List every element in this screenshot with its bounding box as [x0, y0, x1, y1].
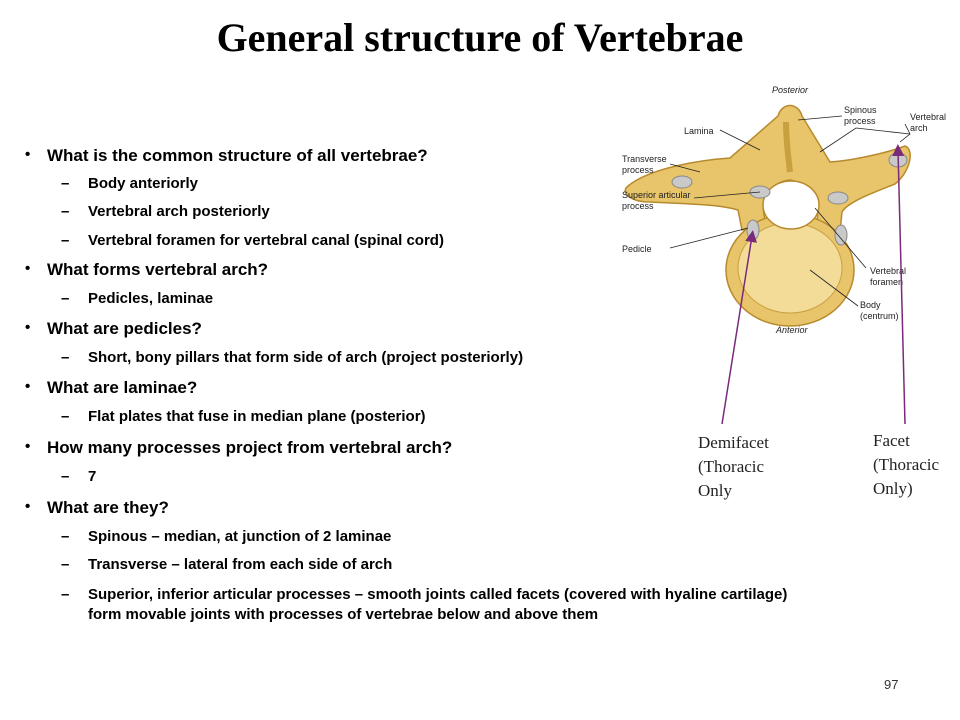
sub-laminae-def: Flat plates that fuse in median plane (p…: [61, 408, 426, 425]
sub-seven: 7: [60, 468, 97, 485]
bullet-processes: How many processes project from vertebra…: [25, 438, 452, 458]
label-spinous-1: Spinous: [844, 105, 877, 115]
sub-arch-posteriorly: Vertebral arch posteriorly: [61, 203, 270, 220]
label-spinous-2: process: [844, 116, 876, 126]
caption-demifacet: Demifacet (Thoracic Only: [698, 431, 769, 503]
label-arch-2: arch: [910, 123, 928, 133]
label-lamina: Lamina: [684, 126, 714, 136]
caption-demifacet-line-1: Demifacet: [698, 433, 769, 452]
label-body-1: Body: [860, 300, 881, 310]
caption-demifacet-line-2: (Thoracic: [698, 457, 765, 476]
label-anterior: Anterior: [775, 325, 809, 335]
facet-arrow: [892, 144, 906, 425]
vertebra-diagram: Posterior Spinous process Vertebral arch…: [622, 85, 946, 335]
label-body-2: (centrum): [860, 311, 899, 321]
label-superior-2: process: [622, 201, 654, 211]
sub-transverse: Transverse – lateral from each side of a…: [61, 556, 392, 573]
vertebral-foramen-shape: [762, 180, 820, 230]
spinous-ridge-shape: [783, 121, 793, 173]
sub-vertebral-foramen: Vertebral foramen for vertebral canal (s…: [61, 232, 444, 249]
page-number: 97: [884, 677, 899, 692]
sub-articular: Superior, inferior articular processes –…: [61, 585, 798, 625]
caption-facet-line-3: Only): [873, 479, 913, 498]
label-arch-1: Vertebral: [910, 112, 946, 122]
sub-pedicles-laminae: Pedicles, laminae: [61, 290, 213, 307]
demifacet-arrow: [721, 230, 757, 425]
label-pedicle: Pedicle: [622, 244, 652, 254]
label-posterior: Posterior: [772, 85, 809, 95]
bullet-laminae: What are laminae?: [25, 378, 197, 398]
bullet-pedicles: What are pedicles?: [25, 319, 202, 339]
label-transverse-2: process: [622, 165, 654, 175]
caption-facet: Facet (Thoracic Only): [873, 429, 939, 501]
bullet-common-structure: What is the common structure of all vert…: [25, 146, 428, 166]
caption-facet-line-1: Facet: [873, 431, 910, 450]
leader-lines: [669, 115, 911, 307]
bullet-what-are-they: What are they?: [25, 498, 169, 518]
sub-spinous: Spinous – median, at junction of 2 lamin…: [61, 528, 391, 545]
label-superior-1: Superior articular: [622, 190, 691, 200]
sub-body-anteriorly: Body anteriorly: [61, 175, 198, 192]
demifacet-right-shape: [834, 224, 848, 246]
caption-demifacet-line-3: Only: [698, 481, 732, 500]
caption-facet-line-2: (Thoracic: [873, 455, 940, 474]
slide-title: General structure of Vertebrae: [216, 15, 744, 60]
label-foramen-1: Vertebral: [870, 266, 906, 276]
facet-left-shape: [671, 175, 693, 189]
label-transverse-1: Transverse: [622, 154, 667, 164]
superior-facet-right-shape: [827, 191, 849, 205]
label-foramen-2: foramen: [870, 277, 903, 287]
bullet-arch: What forms vertebral arch?: [25, 260, 268, 280]
sub-pedicles-def: Short, bony pillars that form side of ar…: [61, 349, 523, 366]
